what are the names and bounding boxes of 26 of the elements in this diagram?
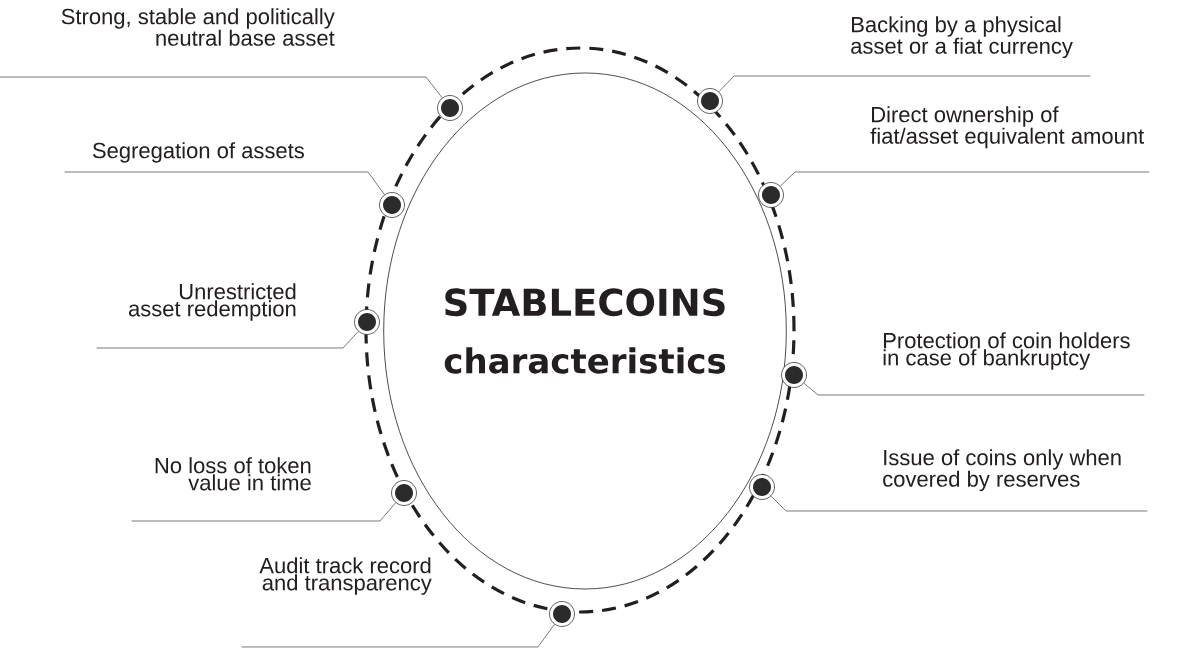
leader-line [718, 75, 1091, 93]
leader-line [779, 171, 1150, 187]
leader-line [96, 331, 359, 349]
feature-label: Protection of coin holders in case of bankruptcy [883, 332, 1130, 370]
marker-dot [758, 182, 784, 208]
feature-label: Unrestricted asset redemption [128, 283, 296, 321]
leader-line [131, 502, 396, 522]
marker-dot [437, 95, 463, 121]
leader-line [64, 171, 385, 195]
feature-label: Strong, stable and politically neutral base asset [61, 8, 335, 46]
marker-dot [391, 480, 417, 506]
feature-label: Backing by a physical asset or a fiat currency [851, 16, 1073, 59]
feature-label: No loss of token value in time [155, 457, 311, 491]
leader-line [0, 76, 443, 99]
marker-dot [549, 601, 575, 627]
leader-line [770, 495, 1148, 512]
feature-label: Direct ownership of fiat/asset equivalent amount [870, 106, 1145, 149]
marker-dot [697, 88, 723, 114]
leader-line [803, 382, 1145, 396]
feature-label: Segregation of assets [92, 142, 304, 163]
feature-label: Issue of coins only when covered by reserves [883, 449, 1121, 492]
marker-dot [379, 192, 405, 218]
marker-dot [354, 309, 380, 335]
marker-dot [749, 474, 775, 500]
leader-line [241, 624, 555, 648]
marker-dot [781, 362, 807, 388]
